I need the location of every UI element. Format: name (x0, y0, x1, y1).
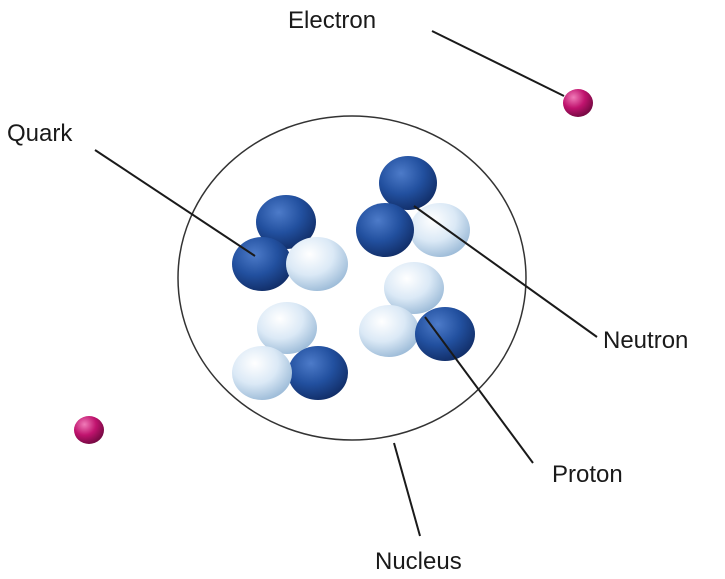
neutron-leader-line (413, 205, 598, 338)
nucleus-boundary (177, 115, 527, 441)
quark-dark (288, 346, 348, 400)
quark-light (410, 203, 470, 257)
proton-label: Proton (552, 461, 623, 488)
quark-leader-line (94, 149, 256, 257)
nucleon-bottom-left (232, 302, 348, 400)
electron-label: Electron (288, 7, 376, 34)
nucleon-top-left (232, 195, 348, 291)
electron-top-right (563, 89, 593, 117)
quark-dark (379, 156, 437, 210)
nucleus-leader-line (393, 442, 421, 537)
quark-light (359, 305, 419, 357)
nucleus-label: Nucleus (375, 548, 462, 575)
quark-label: Quark (7, 120, 73, 147)
proton-leader-line (424, 316, 534, 464)
quark-dark (356, 203, 414, 257)
quark-light (232, 346, 292, 400)
nucleon-bottom-right (359, 262, 475, 361)
neutron-label: Neutron (603, 327, 688, 354)
electron-leader-line (431, 30, 565, 97)
quark-light (257, 302, 317, 354)
quark-dark (256, 195, 316, 249)
quark-light (286, 237, 348, 291)
nucleon-top-right (356, 156, 470, 257)
quark-dark (415, 307, 475, 361)
quark-dark (232, 237, 292, 291)
electron-bottom-left (74, 416, 104, 444)
quark-light (384, 262, 444, 314)
